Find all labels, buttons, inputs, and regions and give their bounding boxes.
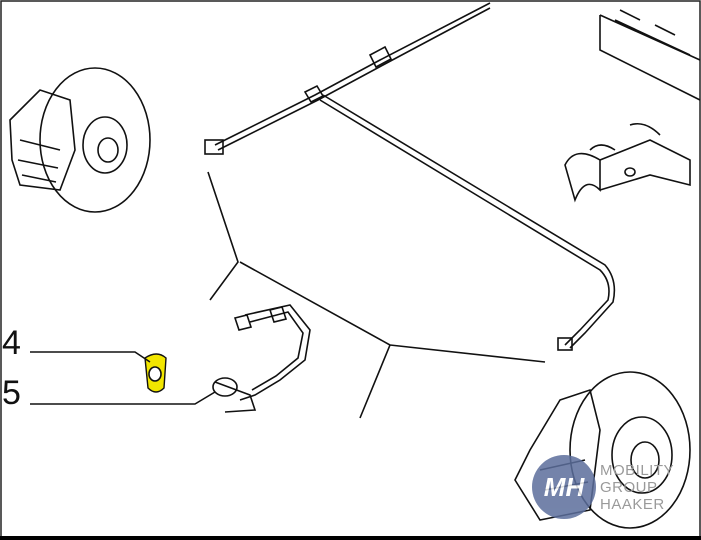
watermark-line: HAAKER: [600, 496, 665, 513]
front-brake-disc: [9, 67, 151, 213]
watermark-line: MOBILITY: [600, 462, 675, 479]
bracket: [564, 9, 701, 203]
watermark-logo: MH: [532, 455, 596, 519]
watermark-text: MOBILITY GROUP HAAKER: [600, 462, 674, 513]
callout-4: 4: [2, 324, 21, 362]
callout-line-4: [30, 351, 151, 363]
leader-lines: [207, 171, 546, 419]
callout-5: 5: [2, 374, 21, 412]
abs-sensor: [212, 304, 311, 413]
watermark-line: GROUP: [600, 479, 658, 496]
callout-line-5: [30, 391, 216, 405]
highlighted-ring: [144, 353, 167, 393]
brake-pipe: [204, 2, 616, 351]
